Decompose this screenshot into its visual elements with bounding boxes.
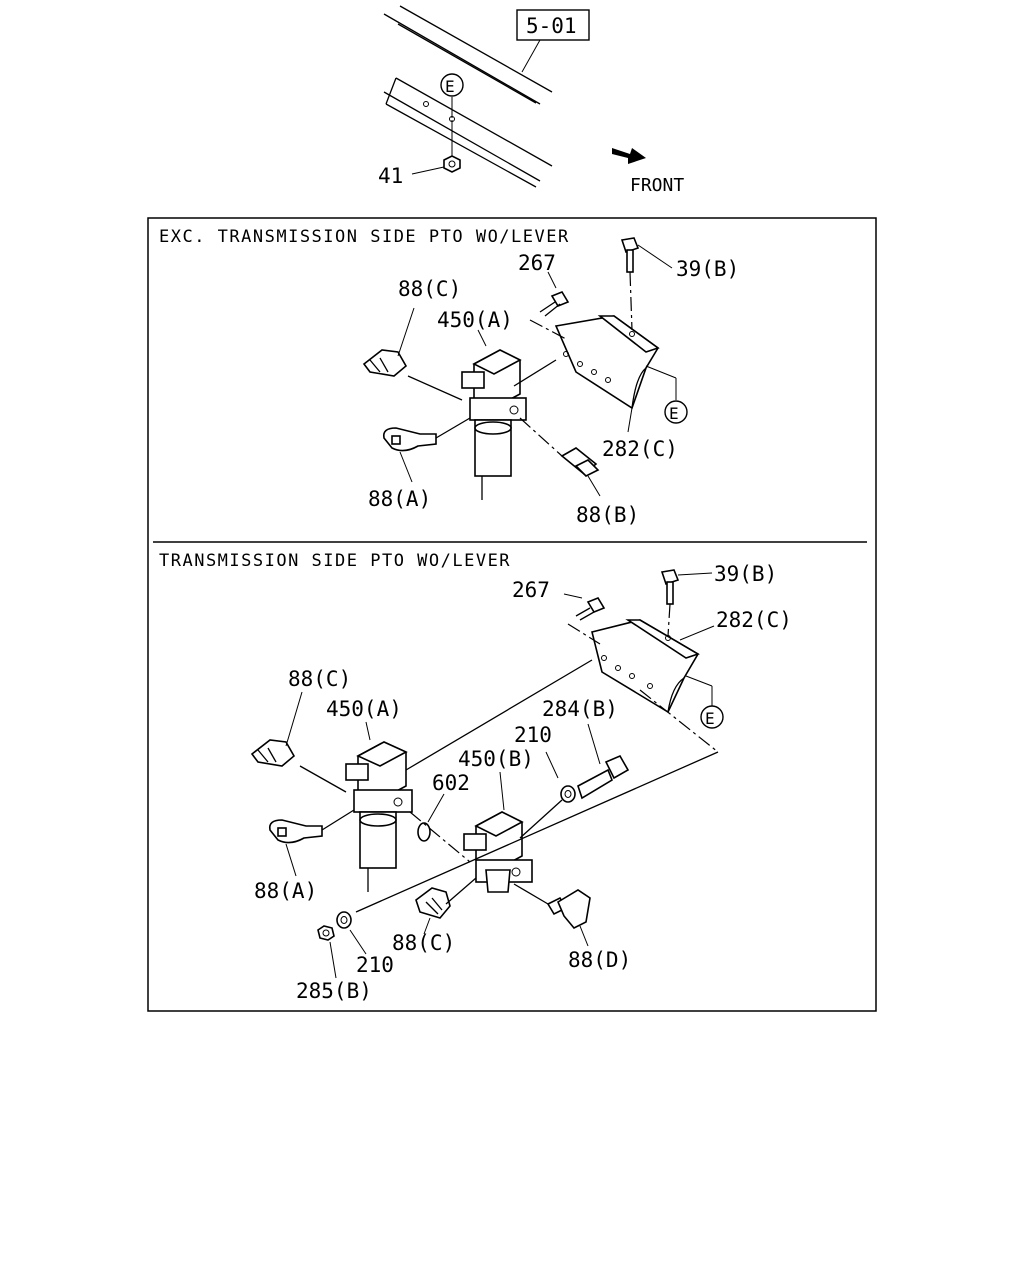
panel-1-leaders (407, 329, 633, 457)
fitting-88c-left (250, 691, 303, 767)
panel-2-label-602: 602 (432, 771, 470, 795)
panel-2-leaders (299, 659, 719, 913)
panel-2-label-282c: 282(C) (716, 608, 792, 632)
fitting-88c-bottom (415, 887, 451, 935)
fitting-88d (546, 889, 591, 947)
panel-2-label-88c-bottom: 88(C) (392, 931, 455, 955)
panel-2-label-88a: 88(A) (254, 879, 317, 903)
panel-1-label-88c: 88(C) (398, 277, 461, 301)
valve-450a-2 (345, 741, 413, 892)
circle-e-label: E (445, 77, 455, 96)
frame-rail (383, 5, 553, 188)
bolt-267-2 (563, 593, 606, 645)
panel-2-label-450b: 450(B) (458, 747, 534, 771)
ref-box: 5-01 (516, 9, 590, 73)
fitting-88a (382, 427, 437, 483)
panel-1-heading: EXC. TRANSMISSION SIDE PTO WO/LEVER (159, 227, 570, 247)
panel-2-e-circle (700, 705, 724, 729)
panel-1-e-label: E (669, 404, 679, 423)
panel-1-label-450a: 450(A) (437, 308, 513, 332)
panel-1-label-282c: 282(C) (602, 437, 678, 461)
panel-1-e-circle (664, 400, 688, 424)
panel-2-label-267: 267 (512, 578, 550, 602)
panel-2-label-39b: 39(B) (714, 562, 777, 586)
valve-450b (463, 811, 533, 893)
panel-1-label-88a: 88(A) (368, 487, 431, 511)
front-arrow: FRONT (612, 148, 684, 196)
nut-41: 41 (378, 120, 461, 188)
o-ring-602 (417, 793, 445, 842)
panel-2-label-450a: 450(A) (326, 697, 402, 721)
bolt-267 (529, 271, 570, 341)
bolt-39b (620, 237, 673, 331)
panel-2-label-88d: 88(D) (568, 948, 631, 972)
part-label-41: 41 (378, 164, 403, 188)
fitting-88a-2 (268, 819, 323, 877)
panel-2-heading: TRANSMISSION SIDE PTO WO/LEVER (159, 551, 511, 571)
bracket-282c-2 (591, 619, 713, 714)
panel-2-label-88c-left: 88(C) (288, 667, 351, 691)
panel-2-label-285b: 285(B) (296, 979, 372, 1003)
panel-2-label-210-bottom: 210 (356, 953, 394, 977)
front-label: FRONT (630, 175, 684, 196)
fitting-88b (560, 447, 601, 497)
panel-1-label-39b: 39(B) (676, 257, 739, 281)
panel-2-label-284b: 284(B) (542, 697, 618, 721)
bolt-284b (545, 723, 630, 803)
bracket-282c (554, 315, 677, 410)
ref-box-label: 5-01 (526, 14, 577, 38)
fitting-88c (362, 307, 415, 377)
panel-frame (147, 217, 877, 1012)
panel-1-label-88b: 88(B) (576, 503, 639, 527)
top-e-callout: E (440, 73, 464, 118)
valve-450a (461, 349, 527, 500)
panel-2-label-210-top: 210 (514, 723, 552, 747)
panel-2-e-label: E (705, 709, 715, 728)
bolt-39b-2 (660, 569, 715, 641)
nut-285b (317, 911, 367, 979)
panel-1-label-267: 267 (518, 251, 556, 275)
